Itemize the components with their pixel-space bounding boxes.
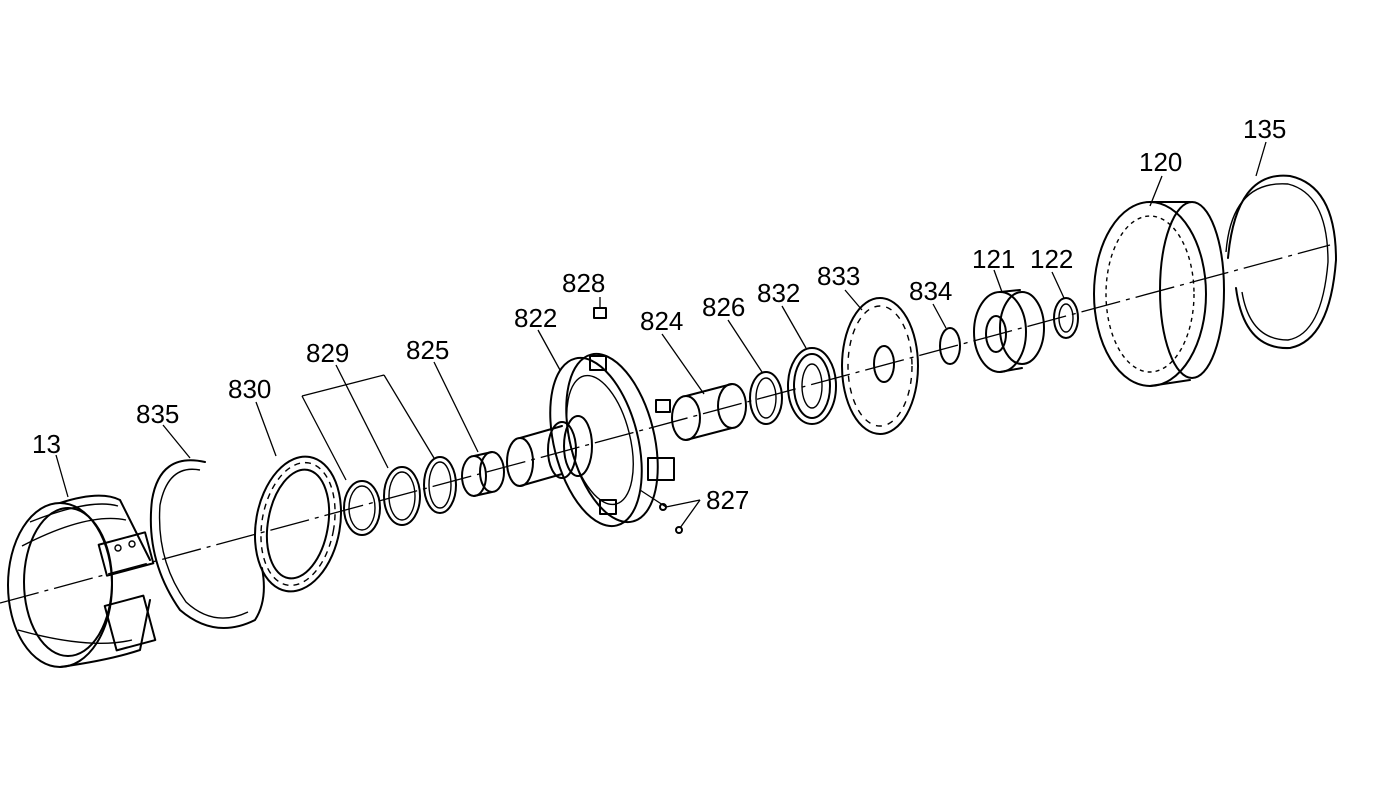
callout-833: 833 xyxy=(817,261,860,291)
callout-labels: 13 835 830 829 825 822 828 824 826 832 8… xyxy=(32,114,1286,515)
part-832-bearing xyxy=(787,347,837,425)
part-833-sprocket xyxy=(841,297,919,435)
part-826-washer xyxy=(749,371,783,425)
callout-828: 828 xyxy=(562,268,605,298)
callout-829: 829 xyxy=(306,338,349,368)
callout-824: 824 xyxy=(640,306,683,336)
part-824-tube xyxy=(671,383,747,441)
callout-822: 822 xyxy=(514,303,557,333)
callout-13: 13 xyxy=(32,429,61,459)
part-830-race xyxy=(253,455,343,593)
part-835-snap-ring xyxy=(149,459,265,629)
callout-834: 834 xyxy=(909,276,952,306)
part-135-snap-ring xyxy=(1225,174,1337,350)
callout-832: 832 xyxy=(757,278,800,308)
callout-826: 826 xyxy=(702,292,745,322)
part-825-ring xyxy=(423,456,457,514)
part-13-band xyxy=(7,494,157,668)
callout-122: 122 xyxy=(1030,244,1073,274)
part-122-bushing xyxy=(1053,297,1079,339)
center-axis xyxy=(0,244,1331,604)
callout-830: 830 xyxy=(228,374,271,404)
part-822-support xyxy=(506,352,675,528)
callout-135: 135 xyxy=(1243,114,1286,144)
callout-120: 120 xyxy=(1139,147,1182,177)
part-828-plug xyxy=(593,307,607,319)
part-827-balls xyxy=(659,503,683,534)
callout-827: 827 xyxy=(706,485,749,515)
part-834-ring xyxy=(939,327,961,365)
part-120-drum xyxy=(1093,201,1225,387)
part-bushing xyxy=(461,451,505,497)
leader-lines xyxy=(55,141,1267,529)
callout-121: 121 xyxy=(972,244,1015,274)
callout-835: 835 xyxy=(136,399,179,429)
part-121-gear xyxy=(973,289,1045,373)
callout-825: 825 xyxy=(406,335,449,365)
part-829-seal-rings xyxy=(343,466,421,536)
